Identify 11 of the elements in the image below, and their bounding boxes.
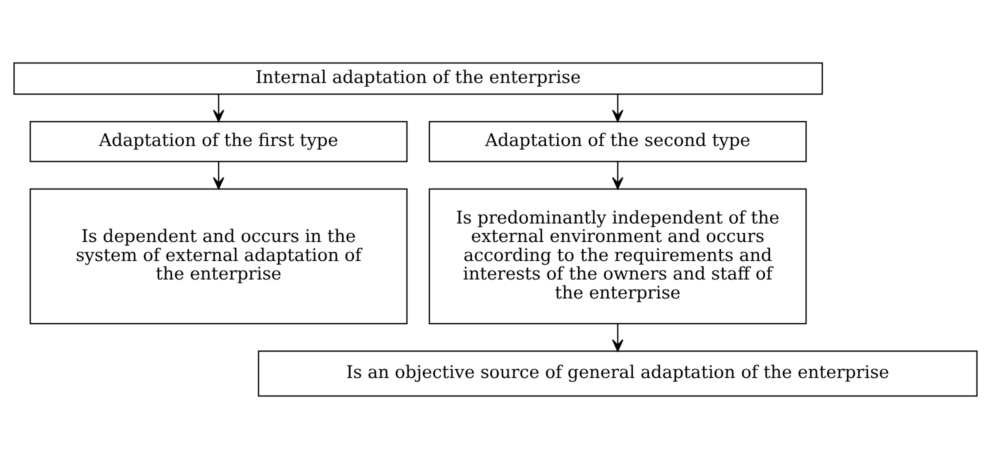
arrow bbox=[612, 94, 624, 122]
arrow bbox=[612, 161, 624, 189]
node-box: Is dependent and occurs in the system of external adaptation of the enterprise bbox=[30, 188, 408, 324]
node-box: Internal adaptation of the enterprise bbox=[13, 62, 823, 94]
node-box: Adaptation of the first type bbox=[30, 120, 408, 162]
node-box: Adaptation of the second type bbox=[428, 120, 807, 162]
arrow bbox=[212, 94, 224, 122]
arrow bbox=[212, 161, 224, 189]
node-box: Is an objective source of general adaptation of the enterprise bbox=[258, 350, 978, 396]
node-box: Is predominantly independent of the external environment and occurs according to the requirements and interests of the owners and staff of the enterprise bbox=[428, 188, 807, 324]
arrow bbox=[612, 323, 624, 352]
